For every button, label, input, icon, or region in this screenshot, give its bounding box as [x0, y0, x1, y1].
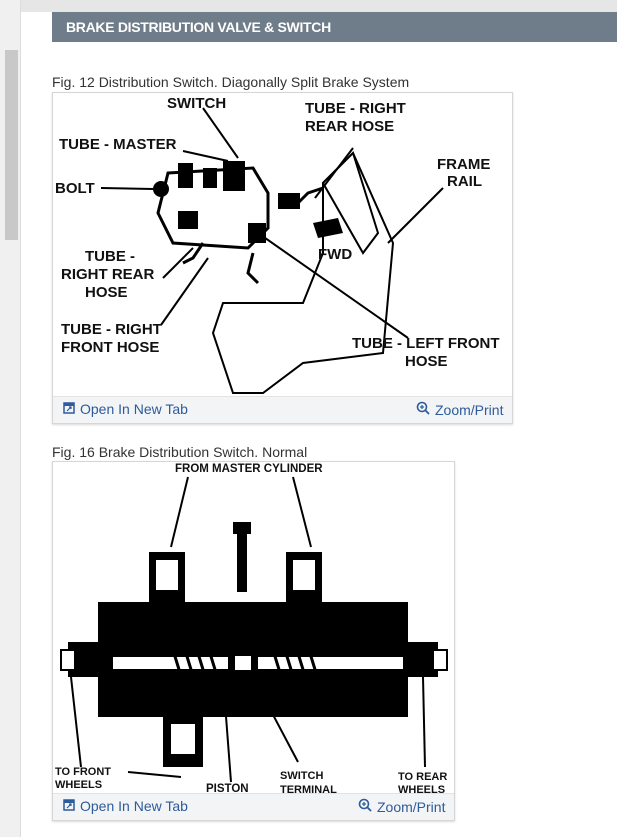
- figure-12: SWITCH TUBE - RIGHT REAR HOSE TUBE - MAS…: [52, 92, 513, 424]
- zoom-magnifier-icon: [358, 798, 372, 815]
- figure-16: FROM MASTER CYLINDER TO FRONT WHEELS PIS…: [52, 461, 455, 821]
- label-tube-right-rear: TUBE - RIGHT: [305, 100, 406, 117]
- label-tube-rfh-line2: FRONT HOSE: [61, 339, 159, 356]
- label-tube-lfh: TUBE - LEFT FRONT: [352, 335, 499, 352]
- label-to-rear: TO REAR: [398, 771, 447, 783]
- figure-caption: Fig. 12 Distribution Switch. Diagonally …: [52, 74, 410, 90]
- label-rail: RAIL: [447, 173, 482, 190]
- open-in-new-tab-link[interactable]: Open In New Tab: [63, 401, 188, 417]
- distribution-switch-diagram[interactable]: SWITCH TUBE - RIGHT REAR HOSE TUBE - MAS…: [53, 93, 512, 397]
- zoom-print-label: Zoom/Print: [377, 798, 446, 815]
- label-tube-lfh-line2: HOSE: [405, 353, 448, 370]
- label-tube-rfh: TUBE - RIGHT: [61, 321, 162, 338]
- open-in-new-tab-icon: [63, 798, 75, 814]
- label-bolt: BOLT: [55, 180, 95, 197]
- label-to-rear-line2: WHEELS: [398, 784, 445, 794]
- label-tube-right-rear-line2: REAR HOSE: [305, 118, 394, 135]
- label-switch-terminal: SWITCH: [280, 770, 323, 782]
- figure-caption: Fig. 16 Brake Distribution Switch. Norma…: [52, 444, 308, 460]
- label-piston: PISTON: [206, 783, 249, 794]
- label-tube-rrh: TUBE -: [85, 248, 135, 265]
- zoom-magnifier-icon: [416, 401, 430, 418]
- label-to-front-line2: WHEELS: [55, 779, 102, 791]
- label-frame: FRAME: [437, 156, 490, 173]
- brake-distribution-switch-diagram[interactable]: FROM MASTER CYLINDER TO FRONT WHEELS PIS…: [53, 462, 454, 794]
- figure-toolbar: Open In New Tab Zoom/Print: [53, 793, 454, 820]
- open-in-new-tab-label: Open In New Tab: [80, 798, 188, 814]
- zoom-print-link[interactable]: Zoom/Print: [416, 401, 503, 418]
- label-switch: SWITCH: [167, 95, 226, 112]
- figure-toolbar: Open In New Tab Zoom/Print: [53, 396, 512, 423]
- scrollbar-thumb[interactable]: [5, 50, 18, 240]
- top-divider: [21, 0, 617, 12]
- open-in-new-tab-link[interactable]: Open In New Tab: [63, 798, 188, 814]
- label-switch-terminal-line2: TERMINAL: [280, 784, 337, 794]
- open-in-new-tab-label: Open In New Tab: [80, 401, 188, 417]
- label-tube-rrh-line2: RIGHT REAR: [61, 266, 155, 283]
- label-to-front: TO FRONT: [55, 766, 111, 778]
- scrollbar[interactable]: [0, 0, 21, 837]
- zoom-print-link[interactable]: Zoom/Print: [358, 798, 445, 815]
- section-header: BRAKE DISTRIBUTION VALVE & SWITCH: [52, 12, 617, 42]
- label-from-master: FROM MASTER CYLINDER: [175, 463, 323, 475]
- label-tube-master: TUBE - MASTER: [59, 136, 177, 153]
- zoom-print-label: Zoom/Print: [435, 401, 504, 418]
- label-fwd: FWD: [318, 246, 352, 263]
- label-tube-rrh-line3: HOSE: [85, 284, 128, 301]
- open-in-new-tab-icon: [63, 401, 75, 417]
- page-content: BRAKE DISTRIBUTION VALVE & SWITCH Fig. 1…: [21, 0, 617, 837]
